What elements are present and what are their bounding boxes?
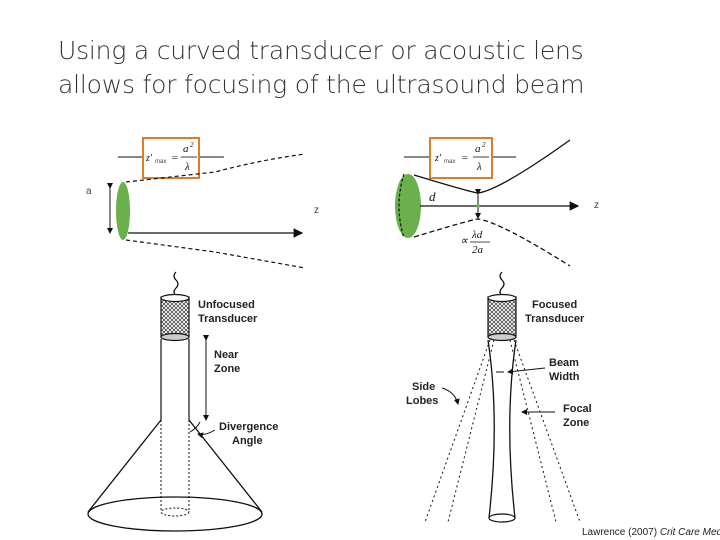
beam-width-label-line1: Beam	[549, 357, 579, 369]
focused-beam-edge-bottom	[413, 218, 571, 267]
width-formula-den: 2a	[472, 244, 484, 256]
side-lobes-label-line2: Lobes	[406, 395, 438, 407]
citation-journal: Crit Care Med	[659, 527, 720, 538]
side-lobes-label-line1: Side	[412, 381, 435, 393]
beam-edge-top	[125, 153, 306, 183]
formula-num: a	[475, 143, 481, 155]
unfocused-label-line1: Unfocused	[198, 299, 255, 311]
title-line-1: Using a curved transducer or acoustic le…	[58, 36, 584, 65]
focused-beam-schematic: z' max = a 2 λ z d ∝ λd 2a	[395, 137, 599, 267]
far-field-ellipse	[87, 496, 263, 532]
proportional-symbol: ∝	[460, 235, 469, 247]
title-line-2: allows for focusing of the ultrasound be…	[58, 70, 585, 99]
z-axis-label-right: z	[594, 200, 599, 211]
focused-label-line1: Focused	[532, 299, 577, 311]
side-lobe-left-outer	[424, 339, 491, 523]
divergence-label-line1: Divergence	[219, 421, 278, 433]
svg-text:=: =	[461, 152, 468, 164]
aperture-label: a	[86, 186, 92, 197]
formula-sub: max	[155, 159, 166, 165]
near-field-formula-right: z' max = a 2 λ	[404, 137, 516, 179]
formula-den: λ	[184, 161, 190, 173]
citation-author: Lawrence (2007)	[582, 527, 660, 538]
focused-label-line2: Transducer	[525, 313, 585, 325]
beam-width-label-line2: Width	[549, 371, 580, 383]
unfocused-transducer-illustration: Unfocused Transducer Near Zone Divergenc…	[87, 271, 278, 532]
formula-exp: 2	[190, 141, 194, 149]
focused-transducer-head	[487, 296, 517, 338]
near-zone-label-line2: Zone	[214, 363, 240, 375]
formula-lhs: z'	[434, 153, 442, 164]
focused-beam-left	[487, 339, 495, 519]
citation: Lawrence (2007) Crit Care Med	[582, 527, 720, 538]
cable-icon	[499, 271, 505, 297]
cable-icon	[173, 271, 179, 297]
flat-transducer-icon	[116, 182, 130, 240]
unfocused-label-line2: Transducer	[198, 313, 258, 325]
near-field-formula-left: z' max = a 2 λ	[118, 137, 224, 179]
focused-beam-right	[509, 339, 517, 519]
focal-distance-label: d	[429, 189, 436, 204]
svg-text:=: =	[171, 152, 178, 164]
focal-zone-label-line1: Focal	[563, 403, 592, 415]
beam-edge-bottom	[125, 239, 306, 269]
formula-num: a	[183, 143, 189, 155]
formula-den: λ	[476, 161, 482, 173]
formula-sub: max	[444, 159, 455, 165]
divergence-cone-left	[87, 419, 162, 513]
unfocused-beam-schematic: z' max = a 2 λ a z	[86, 137, 319, 269]
unfocused-transducer-head	[160, 296, 190, 338]
focused-transducer-illustration: Focused Transducer Beam Width Side Lobes…	[406, 271, 592, 523]
near-zone-label-line1: Near	[214, 349, 239, 361]
formula-exp: 2	[482, 141, 486, 149]
formula-lhs: z'	[145, 153, 153, 164]
divergence-label-line2: Angle	[232, 435, 263, 447]
page-title: Using a curved transducer or acoustic le…	[58, 34, 698, 102]
width-formula-num: λd	[471, 229, 483, 241]
z-axis-label-left: z	[314, 205, 319, 216]
focal-zone-label-line2: Zone	[563, 417, 589, 429]
side-lobe-right-outer	[513, 339, 581, 523]
curved-transducer-icon	[395, 174, 421, 238]
